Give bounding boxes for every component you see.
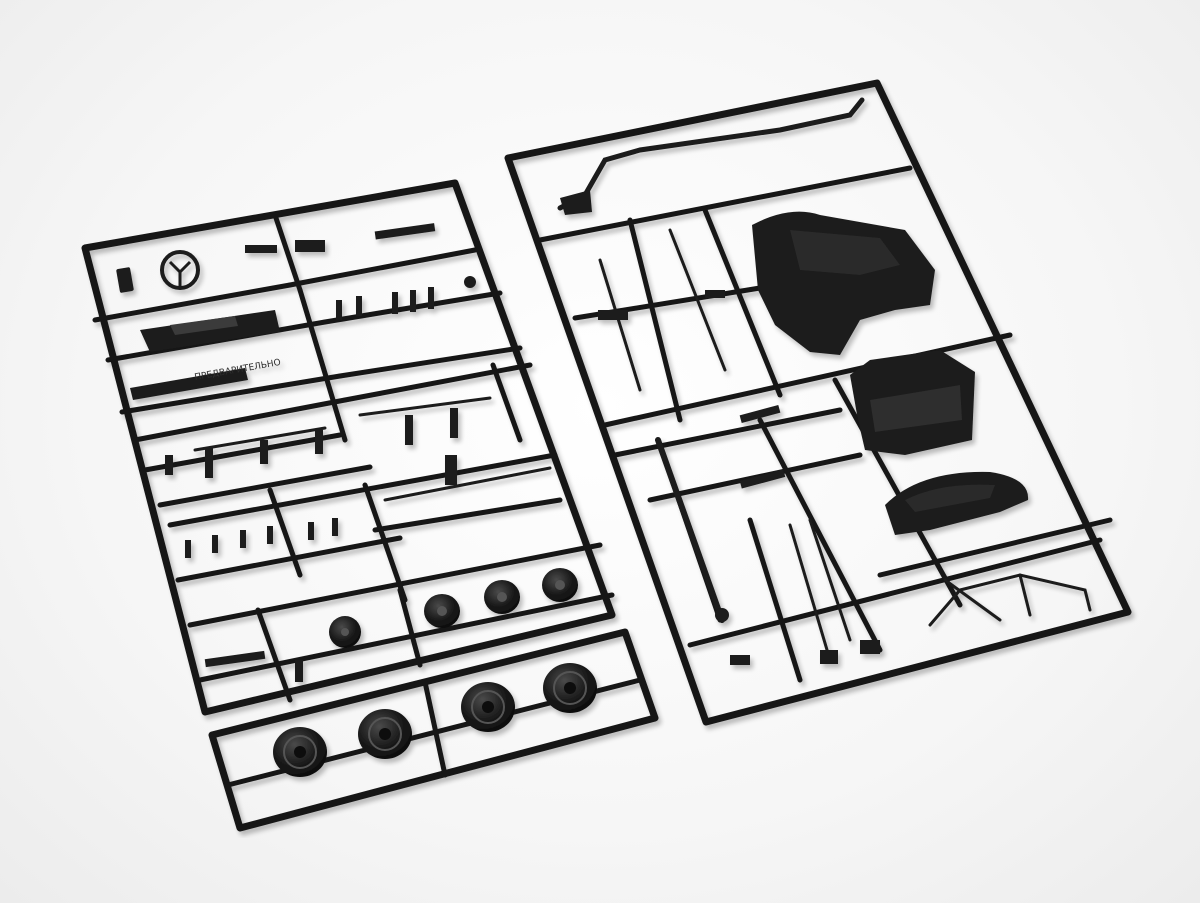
right-sprue-outer-frame xyxy=(504,79,1132,726)
brake-disc-parts xyxy=(329,568,578,648)
chassis-strip-detail xyxy=(170,316,238,335)
wheel-sprue-frame xyxy=(208,628,659,832)
small-part xyxy=(464,276,476,288)
suspension-rods xyxy=(193,396,552,502)
floor-pan-highlight xyxy=(790,230,900,275)
seat-highlight xyxy=(905,484,995,512)
driveshaft-end xyxy=(715,608,729,622)
left-sprue-runners xyxy=(92,212,615,703)
pegs-row-upper xyxy=(336,287,434,320)
bulkhead-detail xyxy=(870,385,962,432)
small-parts-right xyxy=(598,290,880,665)
small-bits-lower xyxy=(204,650,303,682)
wheel-sprue xyxy=(208,628,659,832)
chassis-strip-part xyxy=(140,310,280,352)
small-part xyxy=(374,223,436,240)
driveshaft-part xyxy=(655,437,725,623)
left-sprue-outer-frame xyxy=(81,179,616,716)
floor-pan-part xyxy=(752,211,935,355)
small-part xyxy=(560,190,592,215)
right-sprue-tree xyxy=(504,79,1132,726)
left-sprue-tree: ПРЕДВАРИТЕЛЬНО xyxy=(81,179,616,716)
small-part xyxy=(116,267,134,293)
rod-joints xyxy=(165,408,458,485)
axle-rods xyxy=(598,228,852,662)
small-part xyxy=(245,245,277,253)
steering-wheel-part xyxy=(160,250,200,290)
wheel-parts xyxy=(273,663,597,777)
right-sprue-runners xyxy=(537,165,1113,683)
small-part xyxy=(295,240,325,252)
pegs-row-lower xyxy=(185,518,338,558)
label-strip xyxy=(130,368,248,400)
roll-cage-part xyxy=(928,573,1092,627)
